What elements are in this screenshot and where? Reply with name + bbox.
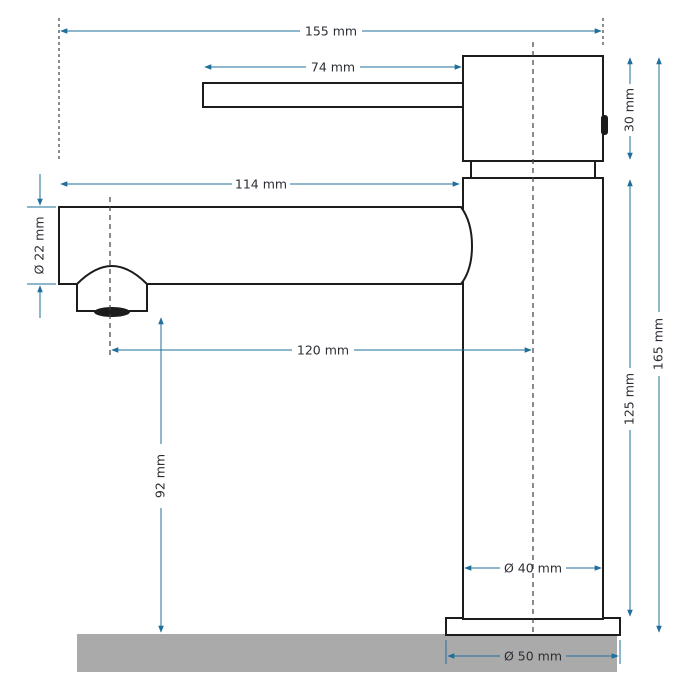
aerator-bottom	[94, 307, 130, 317]
label-body-height: 125 mm	[622, 373, 637, 425]
spout-arm	[58, 206, 474, 285]
dim-spout-diameter: Ø 22 mm	[27, 174, 56, 318]
dim-outlet-height: 92 mm	[153, 317, 168, 633]
label-outlet-to-center: 120 mm	[297, 343, 349, 358]
dim-outlet-to-center: 120 mm	[111, 343, 532, 358]
faucet-outline	[58, 55, 621, 636]
dim-base-diameter: Ø 50 mm	[445, 640, 621, 664]
spout-aerator	[76, 264, 148, 312]
dim-body-height: 125 mm	[622, 179, 637, 617]
dim-body-diameter: Ø 40 mm	[464, 561, 602, 576]
label-spout-diameter: Ø 22 mm	[32, 216, 47, 274]
countertop-surface	[77, 634, 617, 672]
label-body-diameter: Ø 40 mm	[504, 561, 562, 576]
label-outlet-height: 92 mm	[153, 454, 168, 498]
label-total-width: 155 mm	[305, 24, 357, 39]
label-base-diameter: Ø 50 mm	[504, 649, 562, 664]
dim-total-height: 165 mm	[651, 57, 666, 633]
dim-handle-height: 30 mm	[622, 57, 637, 160]
label-total-height: 165 mm	[651, 318, 666, 370]
handle-knob	[601, 115, 608, 135]
handle-lever	[202, 82, 464, 108]
label-handle-length: 74 mm	[311, 60, 355, 75]
label-spout-length: 114 mm	[235, 177, 287, 192]
dim-handle-length: 74 mm	[204, 60, 462, 75]
label-handle-height: 30 mm	[622, 88, 637, 132]
dim-total-width: 155 mm	[60, 24, 602, 39]
dim-spout-length: 114 mm	[60, 177, 460, 192]
